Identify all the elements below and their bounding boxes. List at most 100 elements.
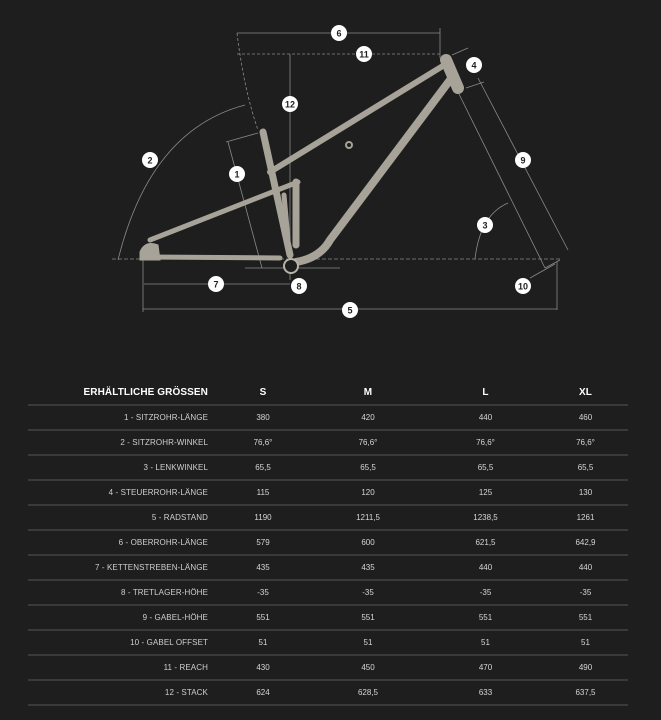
- row-label: 12 - STACK: [164, 688, 208, 697]
- cell-xl: 76,6°: [576, 438, 595, 447]
- badge-6: 6: [331, 25, 347, 41]
- cell-s: 65,5: [255, 463, 271, 472]
- badge-10: 10: [515, 278, 531, 294]
- row-label: 4 - STEUERROHR-LÄNGE: [108, 488, 208, 497]
- cell-s: -35: [257, 588, 269, 597]
- dimension-lines: [112, 28, 569, 312]
- table-row: 6 - OBERROHR-LÄNGE 579 600 621,5 642,9: [28, 530, 628, 555]
- cell-l: 440: [478, 413, 493, 422]
- cell-l: 440: [478, 563, 493, 572]
- cell-xl: 637,5: [575, 688, 596, 697]
- cell-s: 115: [256, 488, 270, 497]
- cell-xl: 642,9: [575, 538, 596, 547]
- badge-8: 8: [291, 278, 307, 294]
- table-row: 7 - KETTENSTREBEN-LÄNGE 435 435 440 440: [28, 555, 628, 580]
- badge-12: 12: [282, 96, 298, 112]
- badge-9: 9: [515, 152, 531, 168]
- svg-text:1: 1: [234, 170, 239, 180]
- svg-text:2: 2: [147, 156, 152, 166]
- cell-xl: 490: [578, 663, 593, 672]
- cell-s: 76,6°: [253, 438, 273, 447]
- cell-m: 120: [361, 488, 375, 497]
- header-available-sizes: ERHÄLTLICHE GRÖSSEN: [83, 386, 208, 398]
- cell-m: 1211,5: [356, 513, 380, 522]
- row-label: 11 - REACH: [163, 663, 208, 672]
- cell-xl: 440: [578, 563, 593, 572]
- cell-xl: 551: [578, 613, 593, 622]
- cell-xl: 460: [578, 413, 593, 422]
- row-label: 1 - SITZROHR-LÄNGE: [123, 413, 208, 422]
- badge-2: 2: [142, 152, 158, 168]
- cell-s: 579: [256, 538, 270, 547]
- cell-xl: 65,5: [577, 463, 594, 472]
- cell-l: 76,6°: [476, 438, 495, 447]
- table-row: 4 - STEUERROHR-LÄNGE 115 120 125 130: [28, 480, 628, 505]
- table-row: 2 - SITZROHR-WINKEL 76,6° 76,6° 76,6° 76…: [28, 430, 628, 455]
- table-header-row: ERHÄLTLICHE GRÖSSEN S M L XL: [28, 380, 628, 405]
- table-row: 11 - REACH 430 450 470 490: [28, 655, 628, 680]
- cell-m: 600: [361, 538, 375, 547]
- dimension-badges: 6 11 4 12 2 1 9 3 7 8 10 5: [142, 25, 531, 318]
- geometry-table: ERHÄLTLICHE GRÖSSEN S M L XL 1 - SITZROH…: [28, 380, 628, 706]
- cell-s: 430: [256, 663, 270, 672]
- row-label: 9 - GABEL-HÖHE: [142, 613, 208, 622]
- header-size-m: M: [363, 386, 373, 398]
- cell-m: 551: [361, 613, 375, 622]
- cell-m: 420: [361, 413, 375, 422]
- table-row: 1 - SITZROHR-LÄNGE 380 420 440 460: [28, 405, 628, 430]
- cell-l: 633: [478, 688, 493, 697]
- cell-l: 65,5: [477, 463, 494, 472]
- row-label: 3 - LENKWINKEL: [143, 463, 208, 472]
- cell-s: 51: [258, 638, 268, 647]
- table-row: 12 - STACK 624 628,5 633 637,5: [28, 680, 628, 705]
- cell-s: 624: [256, 688, 270, 697]
- row-label: 7 - KETTENSTREBEN-LÄNGE: [95, 563, 208, 572]
- table-row: 9 - GABEL-HÖHE 551 551 551 551: [28, 605, 628, 630]
- row-label: 10 - GABEL OFFSET: [130, 638, 208, 647]
- badge-4: 4: [466, 57, 482, 73]
- bike-frame-illustration: [139, 54, 464, 274]
- cell-xl: 1261: [576, 513, 595, 522]
- table-row: 10 - GABEL OFFSET 51 51 51 51: [28, 630, 628, 655]
- header-size-s: S: [259, 386, 267, 398]
- table-row: 8 - TRETLAGER-HÖHE -35 -35 -35 -35: [28, 580, 628, 605]
- badge-5: 5: [342, 302, 358, 318]
- cell-xl: -35: [579, 588, 592, 597]
- svg-text:7: 7: [213, 280, 218, 290]
- cell-s: 435: [256, 563, 270, 572]
- cell-s: 1190: [254, 513, 272, 522]
- cell-m: -35: [362, 588, 374, 597]
- cell-xl: 130: [578, 488, 593, 497]
- cell-l: -35: [479, 588, 492, 597]
- cell-m: 450: [361, 663, 375, 672]
- badge-7: 7: [208, 276, 224, 292]
- cell-l: 51: [481, 638, 490, 647]
- row-label: 8 - TRETLAGER-HÖHE: [121, 588, 208, 597]
- row-label: 2 - SITZROHR-WINKEL: [120, 438, 208, 447]
- cell-l: 621,5: [475, 538, 496, 547]
- row-label: 5 - RADSTAND: [151, 513, 208, 522]
- svg-text:11: 11: [359, 50, 369, 60]
- svg-text:5: 5: [347, 306, 352, 316]
- svg-text:8: 8: [296, 282, 301, 292]
- cell-xl: 51: [581, 638, 590, 647]
- cell-l: 1238,5: [473, 513, 498, 522]
- badge-11: 11: [356, 46, 372, 62]
- header-size-l: L: [482, 386, 489, 398]
- badge-1: 1: [229, 166, 245, 182]
- cell-s: 551: [256, 613, 270, 622]
- cell-l: 125: [478, 488, 493, 497]
- badge-3: 3: [477, 217, 493, 233]
- svg-text:3: 3: [482, 221, 487, 231]
- cell-m: 51: [363, 638, 373, 647]
- svg-text:6: 6: [336, 29, 341, 39]
- cell-m: 628,5: [357, 688, 379, 697]
- svg-text:4: 4: [471, 61, 476, 71]
- cell-m: 65,5: [360, 463, 376, 472]
- table-row: 5 - RADSTAND 1190 1211,5 1238,5 1261: [28, 505, 628, 530]
- cell-m: 435: [361, 563, 375, 572]
- svg-text:12: 12: [285, 100, 295, 110]
- cell-m: 76,6°: [358, 438, 378, 447]
- cell-l: 470: [478, 663, 493, 672]
- table-row: 3 - LENKWINKEL 65,5 65,5 65,5 65,5: [28, 455, 628, 480]
